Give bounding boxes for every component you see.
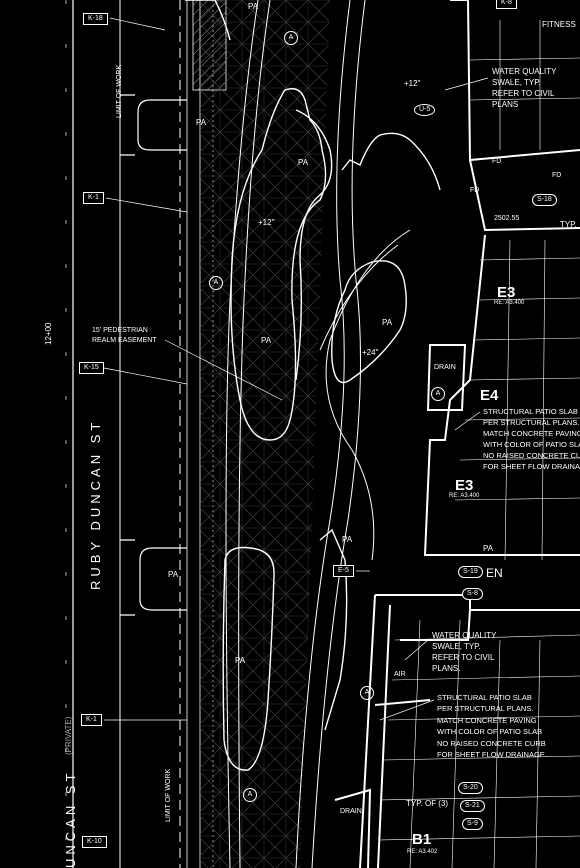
easement-note: 15' PEDESTRIAN REALM EASEMENT <box>92 327 157 344</box>
patio-note-bottom: STRUCTURAL PATIO SLAB PER STRUCTURAL PLA… <box>437 693 547 760</box>
building-ref: RE: A3.400 <box>494 300 525 306</box>
planting-area-label: PA <box>261 336 272 345</box>
building-label: B1 <box>412 831 432 848</box>
leader-lines <box>103 17 489 721</box>
limit-of-work-bottom: LIMIT OF WORK <box>165 768 172 822</box>
keynote-k1-top: K-1 <box>83 192 104 204</box>
building-label: E3 <box>497 284 516 301</box>
keynote-s9: S-9 <box>462 818 483 830</box>
patio-note-top: STRUCTURAL PATIO SLAB PER STRUCTURAL PLA… <box>483 407 580 471</box>
planting-areas <box>185 0 441 771</box>
limit-of-work-top: LIMIT OF WORK <box>116 64 123 118</box>
planting-area-label: PA <box>298 158 309 167</box>
floor-drain-label: FD <box>492 158 502 165</box>
building-label: E4 <box>480 387 499 404</box>
planting-area-label: PA <box>248 2 259 11</box>
planting-area-label: PA <box>483 544 494 553</box>
detail-marker-a: A <box>243 788 257 802</box>
keynote-k18: K-18 <box>83 13 108 25</box>
spot-elevation: 2502.55 <box>494 215 520 222</box>
building-ref: RE: A3.400 <box>449 493 480 499</box>
street-name-duncan: UNCAN ST <box>63 769 78 868</box>
elevation-label: +12" <box>404 79 421 88</box>
paving-field <box>200 0 330 868</box>
detail-marker-a: A <box>431 387 445 401</box>
drain-label: DRAIN <box>434 364 456 371</box>
typ-of-label: TYP. OF (3) <box>406 799 449 808</box>
keynote-e5: E-5 <box>333 565 354 577</box>
keynote-k15: K-15 <box>79 362 104 374</box>
keynote-s8: S-8 <box>462 588 483 600</box>
floor-drain-label: FD <box>470 187 480 194</box>
planting-area-label: PA <box>168 570 179 579</box>
building-detail-lines <box>377 20 580 868</box>
walk-curves <box>225 0 411 868</box>
keynote-s21: S-21 <box>460 800 485 812</box>
swale-note-top: WATER QUALITY SWALE, TYP. REFER TO CIVIL… <box>492 67 557 109</box>
entry-label: EN <box>486 566 503 580</box>
planting-area-label: PA <box>235 656 246 665</box>
keynote-s19: S-19 <box>458 566 483 578</box>
keynote-u5: U-5 <box>414 104 436 116</box>
street-private-label: (PRIVATE) <box>64 716 73 755</box>
elevation-label: +24" <box>362 348 379 357</box>
fitness-label: FITNESS <box>542 20 576 29</box>
planting-area-label: PA <box>382 318 393 327</box>
detail-marker-a: A <box>284 31 298 45</box>
detail-marker-a: A <box>209 276 223 290</box>
keynote-k1-bottom: K-1 <box>81 714 102 726</box>
keynote-k10: K-10 <box>82 836 107 848</box>
detail-marker-a: A <box>360 686 374 700</box>
building-ref: RE: A3.402 <box>407 849 438 855</box>
drain-label: DRAIN <box>340 808 362 815</box>
station-label: 12+00 <box>44 322 53 345</box>
typ-label: TYP. <box>560 220 577 229</box>
planting-area-label: PA <box>196 118 207 127</box>
keynote-k8: K-8 <box>496 0 517 9</box>
planting-area-label: PA <box>342 535 353 544</box>
keynote-s20: S-20 <box>458 782 483 794</box>
swale-note-bottom: WATER QUALITY SWALE, TYP. REFER TO CIVIL… <box>432 631 497 673</box>
elevation-label: +12" <box>258 218 275 227</box>
keynote-s18: S-18 <box>532 194 557 206</box>
floor-drain-label: FD <box>552 172 562 179</box>
street-name-ruby-duncan: RUBY DUNCAN ST <box>88 418 103 590</box>
parking-bays <box>120 94 187 616</box>
building-label: E3 <box>455 477 474 494</box>
air-label: AIR <box>394 671 406 678</box>
